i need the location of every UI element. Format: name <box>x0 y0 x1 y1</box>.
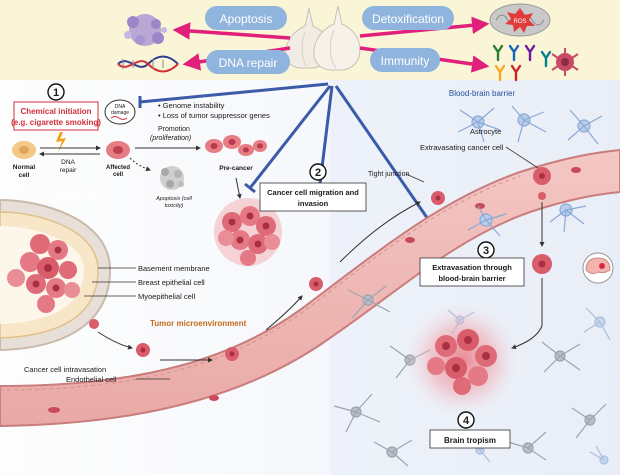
svg-text:Detoxification: Detoxification <box>372 12 444 26</box>
svg-text:Immunity: Immunity <box>381 54 430 68</box>
apoptotic-grey-cell <box>160 166 184 190</box>
myoepithelial-label: Myoepithelial cell <box>138 292 195 301</box>
primary-tumor-cluster <box>214 198 282 266</box>
svg-text:2: 2 <box>315 167 321 179</box>
svg-text:3: 3 <box>483 245 489 257</box>
brain-metastasis <box>406 304 518 416</box>
bbb-label: Blood-brain barrier <box>449 89 516 98</box>
normal-cell <box>12 141 36 159</box>
pill-immunity: Immunity <box>370 48 440 72</box>
svg-text:Chemical initiation: Chemical initiation <box>20 107 91 116</box>
astrocytes <box>457 105 603 237</box>
proliferation-label: (proliferation) <box>150 135 191 142</box>
svg-text:Apoptosis: Apoptosis <box>220 12 273 26</box>
svg-text:DNA: DNA <box>115 104 126 110</box>
duct-callout-lines <box>84 267 136 297</box>
promotion-label: Promotion <box>158 126 190 133</box>
breast-epithelial-label: Breast epithelial cell <box>138 278 205 287</box>
basement-membrane-label: Basement membrane <box>138 264 210 273</box>
svg-text:invasion: invasion <box>298 199 329 208</box>
immune-cell-icon <box>551 48 579 76</box>
mitochondrion-ros-icon: ROS <box>489 3 551 37</box>
migration-invasion-box: Cancer cell migration and invasion <box>259 182 367 212</box>
pill-apoptosis: Apoptosis <box>205 6 287 30</box>
pill-detoxification: Detoxification <box>362 6 454 30</box>
brain-cancer-cell <box>532 254 552 274</box>
arrow-to-apoptosis <box>129 157 151 172</box>
pill-dna-repair: DNA repair <box>206 50 290 74</box>
brain-tropism-box: Brain tropism <box>429 429 511 449</box>
svg-text:Extravasation through: Extravasation through <box>432 263 512 272</box>
step-4-marker: 4 <box>457 411 475 429</box>
svg-text:blood-brain barrier: blood-brain barrier <box>438 274 505 283</box>
garlic-icon <box>284 5 361 71</box>
arrow-to-metastasis <box>511 278 543 350</box>
extravasating-label: Extravasating cancer cell <box>420 143 504 152</box>
svg-text:4: 4 <box>463 415 470 427</box>
vessel-flow-arrows <box>97 201 421 363</box>
svg-text:DNA repair: DNA repair <box>219 56 278 70</box>
circulating-cells <box>48 167 581 413</box>
affected-cell-label: Affected <box>106 165 130 171</box>
arrow-to-tumor <box>235 177 242 199</box>
dna-repair-label: DNA <box>61 159 75 166</box>
dna-damage-bubble: DNA damage <box>104 99 136 125</box>
normal-cell-label-2: cell <box>19 172 30 179</box>
breast-duct-tumor <box>7 234 80 313</box>
apoptosis-cell-toxicity-label: Apoptosis (cell <box>155 196 193 202</box>
svg-text:Cancer cell migration and: Cancer cell migration and <box>267 188 359 197</box>
chemical-initiation-box: Chemical initiation (e.g. cigarette smok… <box>11 101 101 131</box>
endothelial-cell-label: Endothelial cell <box>66 375 117 384</box>
astrocyte-label: Astrocyte <box>470 127 501 136</box>
apoptosis-cell-toxicity-label-2: toxicity) <box>165 203 184 209</box>
step-3-marker: 3 <box>477 241 495 259</box>
extravasation-box: Extravasation through blood-brain barrie… <box>419 257 525 287</box>
tumor-suppressor-text: • Loss of tumor suppressor genes <box>158 111 270 120</box>
affected-cell-label-2: cell <box>113 172 123 178</box>
extravasating-cancer-cell <box>533 167 551 200</box>
brain-icon <box>582 252 614 284</box>
svg-text:damage: damage <box>111 110 129 116</box>
genome-instability-text: • Genome instability <box>158 101 225 110</box>
lightning-icon <box>56 132 66 152</box>
apoptotic-cell-icon <box>124 14 167 46</box>
escaping-cancer-cell <box>89 319 99 329</box>
extravasating-callout <box>505 146 539 169</box>
step-2-marker: 2 <box>309 163 327 181</box>
svg-text:(e.g. cigarette smoking): (e.g. cigarette smoking) <box>11 118 101 127</box>
intravasation-label: Cancer cell intravasation <box>24 365 106 374</box>
svg-text:Brain tropism: Brain tropism <box>444 436 496 445</box>
blood-vessel <box>0 148 620 428</box>
pre-cancer-label: Pre-cancer <box>219 165 253 172</box>
dna-repair-label-2: repair <box>60 167 77 174</box>
dna-helix-icon <box>117 55 179 73</box>
breast-duct-label: Breast duct <box>58 188 108 198</box>
step-1-marker: 1 <box>47 83 65 101</box>
normal-cell-label: Normal <box>13 164 36 171</box>
pre-cancer-cells <box>205 135 267 156</box>
affected-cell <box>106 141 130 159</box>
svg-text:1: 1 <box>53 87 59 99</box>
antibody-icons <box>492 44 552 82</box>
tight-junction-callout <box>405 173 425 183</box>
tight-junction-label: Tight junction <box>368 171 409 178</box>
svg-text:ROS: ROS <box>513 19 526 25</box>
tumor-microenvironment-label: Tumor microenvironment <box>150 319 247 328</box>
